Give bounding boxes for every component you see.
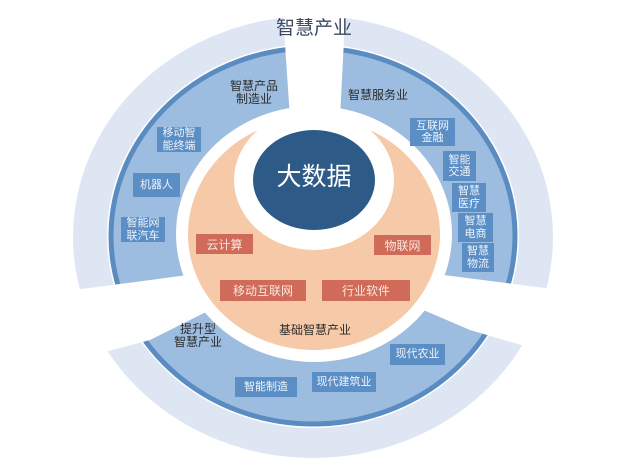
item-modern-agriculture: 现代农业 <box>390 344 445 365</box>
item-smart-healthcare: 智慧 医疗 <box>452 183 486 212</box>
sector-label-products: 智慧产品 制造业 <box>229 79 278 107</box>
center-label: 大数据 <box>276 162 352 191</box>
item-smart-ecommerce: 智慧 电商 <box>458 213 493 242</box>
center-circle <box>253 130 375 230</box>
diagram-title: 智慧产业 <box>275 17 352 39</box>
core-item-cloud-computing: 云计算 <box>196 234 253 254</box>
item-smart-manufacturing: 智能制造 <box>235 377 297 397</box>
item-mobile-smart-terminal: 移动智 能终端 <box>157 127 201 152</box>
item-connected-vehicle: 智能网 联汽车 <box>121 217 165 242</box>
item-robot: 机器人 <box>133 173 180 197</box>
item-internet-finance: 互联网 金融 <box>410 118 455 146</box>
sector-label-upgraded: 提升型 智慧产业 <box>173 322 222 350</box>
core-item-iot: 物联网 <box>374 235 431 255</box>
item-modern-construction: 现代建筑业 <box>312 372 376 392</box>
core-label: 基础智慧产业 <box>278 323 351 337</box>
core-item-industry-software: 行业软件 <box>322 280 410 301</box>
item-smart-transport: 智能 交通 <box>443 151 476 181</box>
core-item-mobile-internet: 移动互联网 <box>220 280 306 301</box>
item-smart-logistics: 智慧 物流 <box>462 243 494 272</box>
sector-label-services: 智慧服务业 <box>347 88 408 102</box>
